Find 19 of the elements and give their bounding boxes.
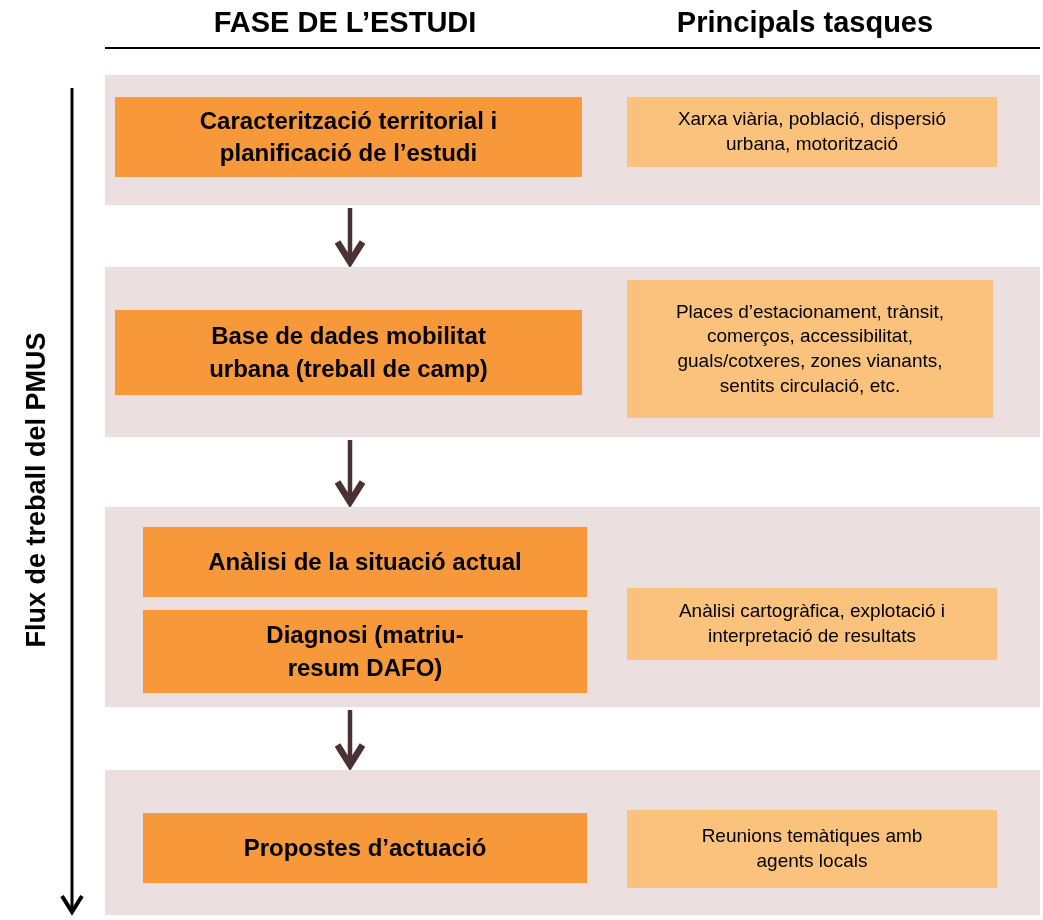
task-box: Xarxa viària, població, dispersió urbana, motorització — [627, 97, 997, 167]
axis-label: Flux de treball del PMUS — [20, 332, 52, 648]
phase-box: Diagnosi (matriu- resum DAFO) — [143, 610, 587, 693]
arrow — [334, 208, 366, 266]
phase-box: Anàlisi de la situació actual — [143, 527, 587, 597]
arrow — [334, 440, 366, 506]
column-heading: FASE DE L’ESTUDI — [213, 6, 477, 39]
phase-band — [105, 770, 1040, 915]
column-heading: Principals tasques — [676, 6, 934, 39]
phase-box: Propostes d’actuació — [143, 813, 587, 883]
task-box: Places d’estacionament, trànsit, comerços, accessibilitat, guals/cotxeres, zones vianants, sentits circulació, etc. — [627, 280, 993, 418]
phase-band — [105, 75, 1040, 205]
task-box: Anàlisi cartogràfica, explotació i interpretació de resultats — [627, 588, 997, 660]
phase-band — [105, 267, 1040, 437]
phase-box: Caracterització territorial i planificació de l’estudi — [115, 97, 582, 177]
task-box: Reunions temàtiques amb agents locals — [627, 810, 997, 888]
phase-band — [105, 507, 1040, 707]
phase-box: Base de dades mobilitat urbana (treball de camp) — [115, 310, 582, 395]
arrow — [334, 710, 366, 769]
